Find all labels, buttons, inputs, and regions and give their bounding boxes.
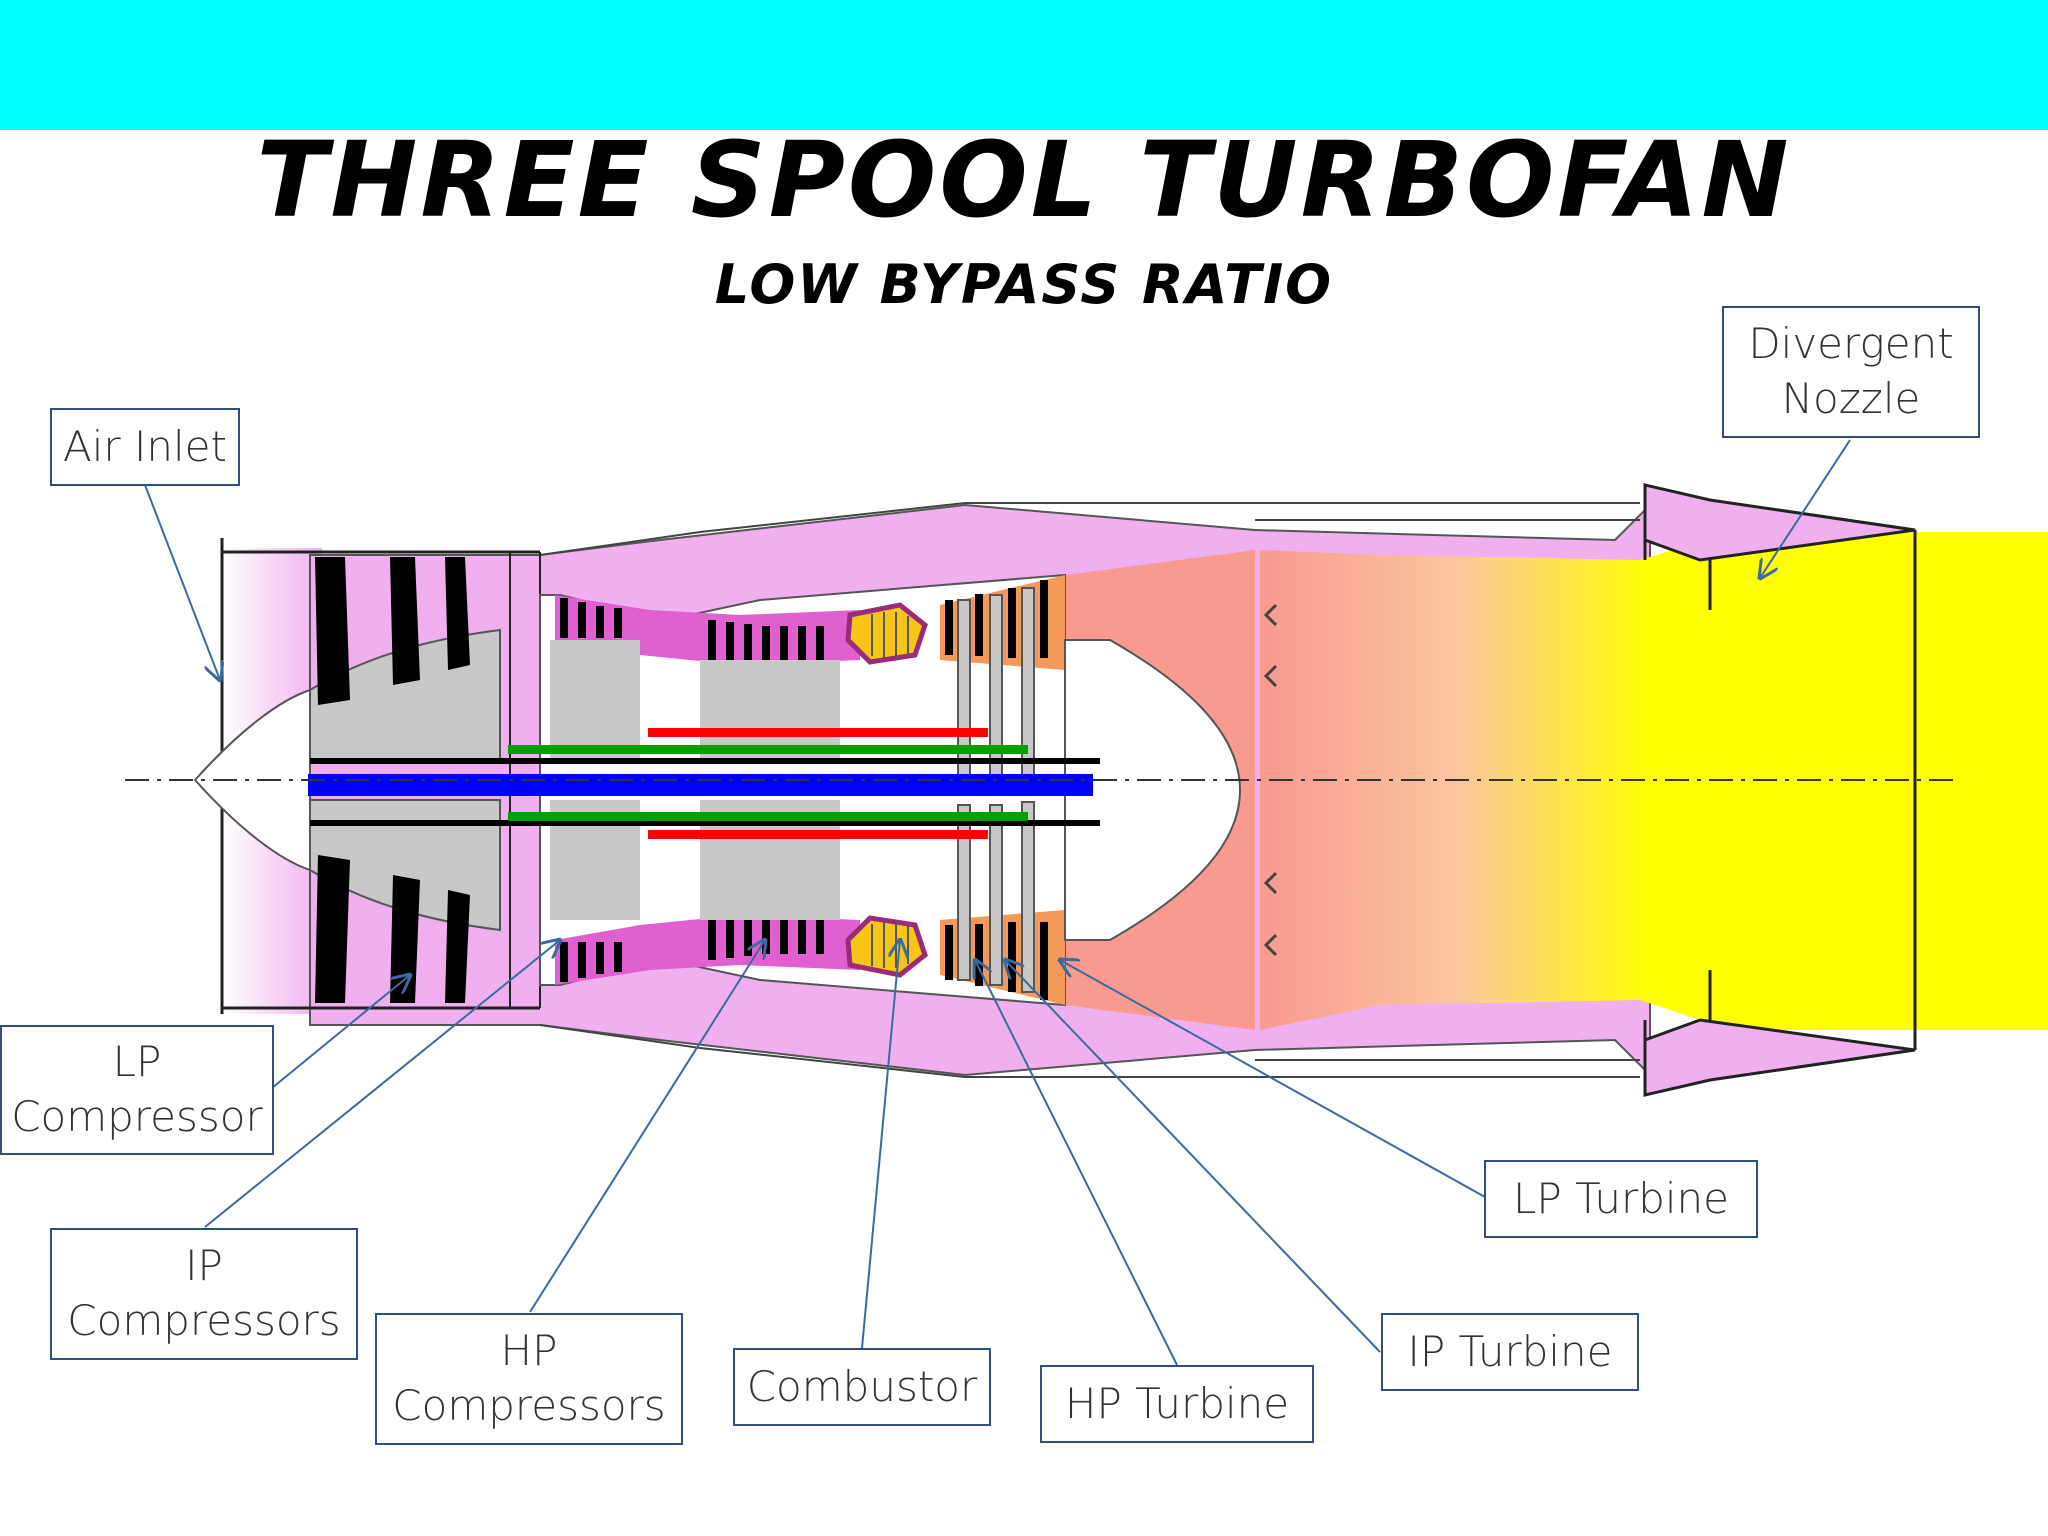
label-hp-compressors: HP Compressors: [375, 1313, 683, 1445]
afterburner-flameholders: [1263, 603, 1278, 957]
hp-shaft-bottom: [648, 830, 988, 839]
lp-shaft: [308, 774, 1093, 796]
shafts: [308, 728, 1100, 839]
label-ip-compressors: IP Compressors: [50, 1228, 358, 1360]
lp-compressor-blades: [315, 557, 470, 1003]
label-combustor: Combustor: [733, 1348, 991, 1426]
divergent-nozzle: [1643, 483, 1917, 1097]
label-lp-compressor: LP Compressor: [0, 1025, 274, 1155]
hp-shaft-top: [648, 728, 988, 737]
ip-shaft-bottom: [508, 812, 1028, 821]
label-ip-turbine: IP Turbine: [1381, 1313, 1639, 1391]
label-divergent-nozzle: Divergent Nozzle: [1722, 306, 1980, 438]
header-bar: [0, 0, 2048, 130]
leader-lines: [144, 439, 1851, 1366]
label-hp-turbine: HP Turbine: [1040, 1365, 1314, 1443]
label-lp-turbine: LP Turbine: [1484, 1160, 1758, 1238]
label-air-inlet: Air Inlet: [50, 408, 240, 486]
page-title: THREE SPOOL TURBOFAN: [256, 119, 1792, 241]
page-subtitle: LOW BYPASS RATIO: [714, 253, 1334, 316]
ip-shaft-top: [508, 745, 1028, 754]
tail-cone: [1064, 639, 1242, 941]
combustor-chambers: [845, 602, 928, 978]
